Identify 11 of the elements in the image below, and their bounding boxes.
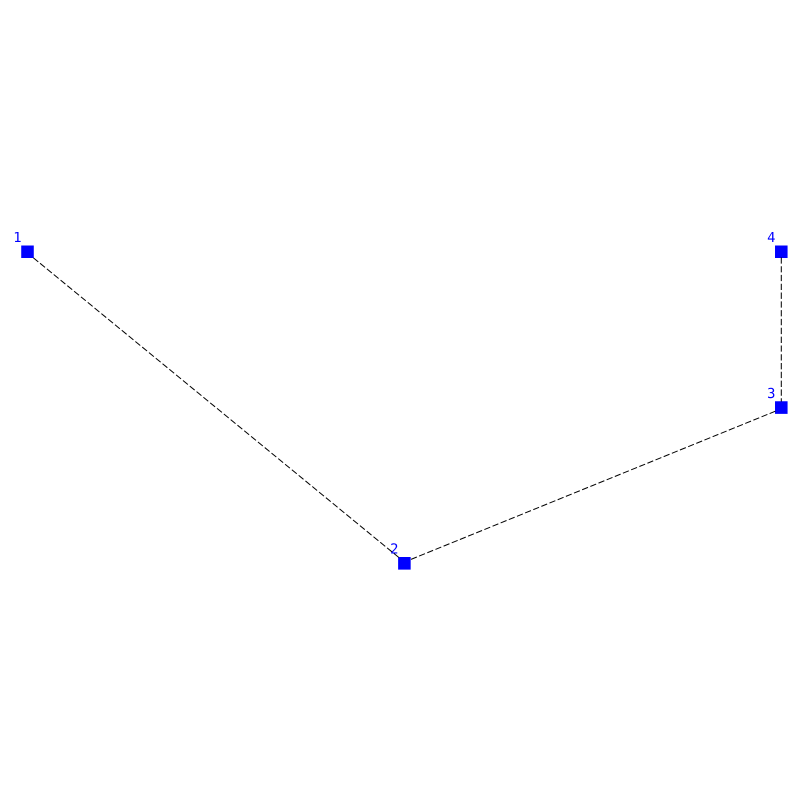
node-box xyxy=(775,245,788,258)
node-box xyxy=(21,245,34,258)
node-label: 4 xyxy=(767,230,776,246)
connector xyxy=(780,257,782,402)
connector xyxy=(410,410,776,560)
node-label: 1 xyxy=(13,230,22,246)
node-box xyxy=(398,557,411,570)
node-box xyxy=(775,401,788,414)
node-label: 2 xyxy=(390,542,399,558)
node-label: 3 xyxy=(767,386,776,402)
connector xyxy=(33,257,400,558)
